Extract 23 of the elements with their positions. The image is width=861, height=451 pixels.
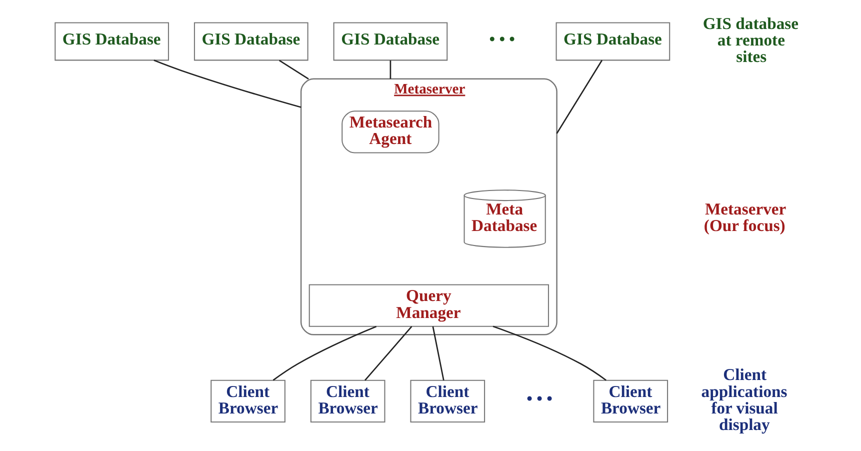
connector: [556, 60, 602, 134]
connector: [153, 60, 301, 108]
node-box: Client Browser: [310, 380, 385, 423]
label: GIS database at remote sites: [702, 14, 798, 66]
label: Client applications for visual display: [700, 365, 787, 434]
label: • • •: [488, 29, 515, 48]
label: • • •: [526, 389, 552, 408]
connector: [272, 326, 376, 381]
connector: [364, 326, 412, 381]
node-box: GIS Database: [332, 22, 448, 61]
node-box: GIS Database: [193, 22, 308, 61]
node-box: Client Browser: [592, 380, 668, 423]
node-box: GIS Database: [555, 22, 670, 61]
node-box: GIS Database: [54, 22, 168, 61]
connector: [432, 326, 444, 380]
connector: [278, 60, 308, 80]
label: Metaserver (Our focus): [703, 199, 786, 236]
node-box: Query Manager: [308, 284, 548, 327]
node-box: Client Browser: [210, 380, 285, 423]
node-box: Client Browser: [410, 380, 485, 423]
connector: [492, 326, 606, 381]
node-box: Metasearch Agent: [341, 110, 439, 154]
connector: [389, 60, 391, 79]
